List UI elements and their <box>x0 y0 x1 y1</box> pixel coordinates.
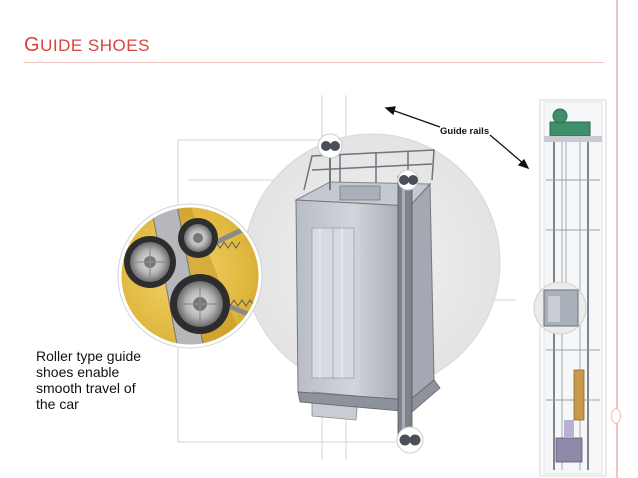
title-initial: G <box>24 34 41 56</box>
callout-arrows <box>384 106 530 170</box>
right-accent-rule <box>616 0 618 478</box>
shaft-drawing <box>533 99 607 477</box>
caption-text: Roller type guide shoes enable smooth tr… <box>36 348 142 412</box>
guide-rails-label: Guide rails <box>440 126 490 137</box>
guide-rail-assembly <box>317 133 424 454</box>
title-rest: UIDE SHOES <box>40 36 150 55</box>
slide-title: GUIDE SHOES <box>24 34 150 57</box>
elevator-car <box>294 149 441 421</box>
title-divider <box>24 62 604 63</box>
right-accent-marker <box>611 408 621 424</box>
roller-detail-inset <box>117 203 263 349</box>
